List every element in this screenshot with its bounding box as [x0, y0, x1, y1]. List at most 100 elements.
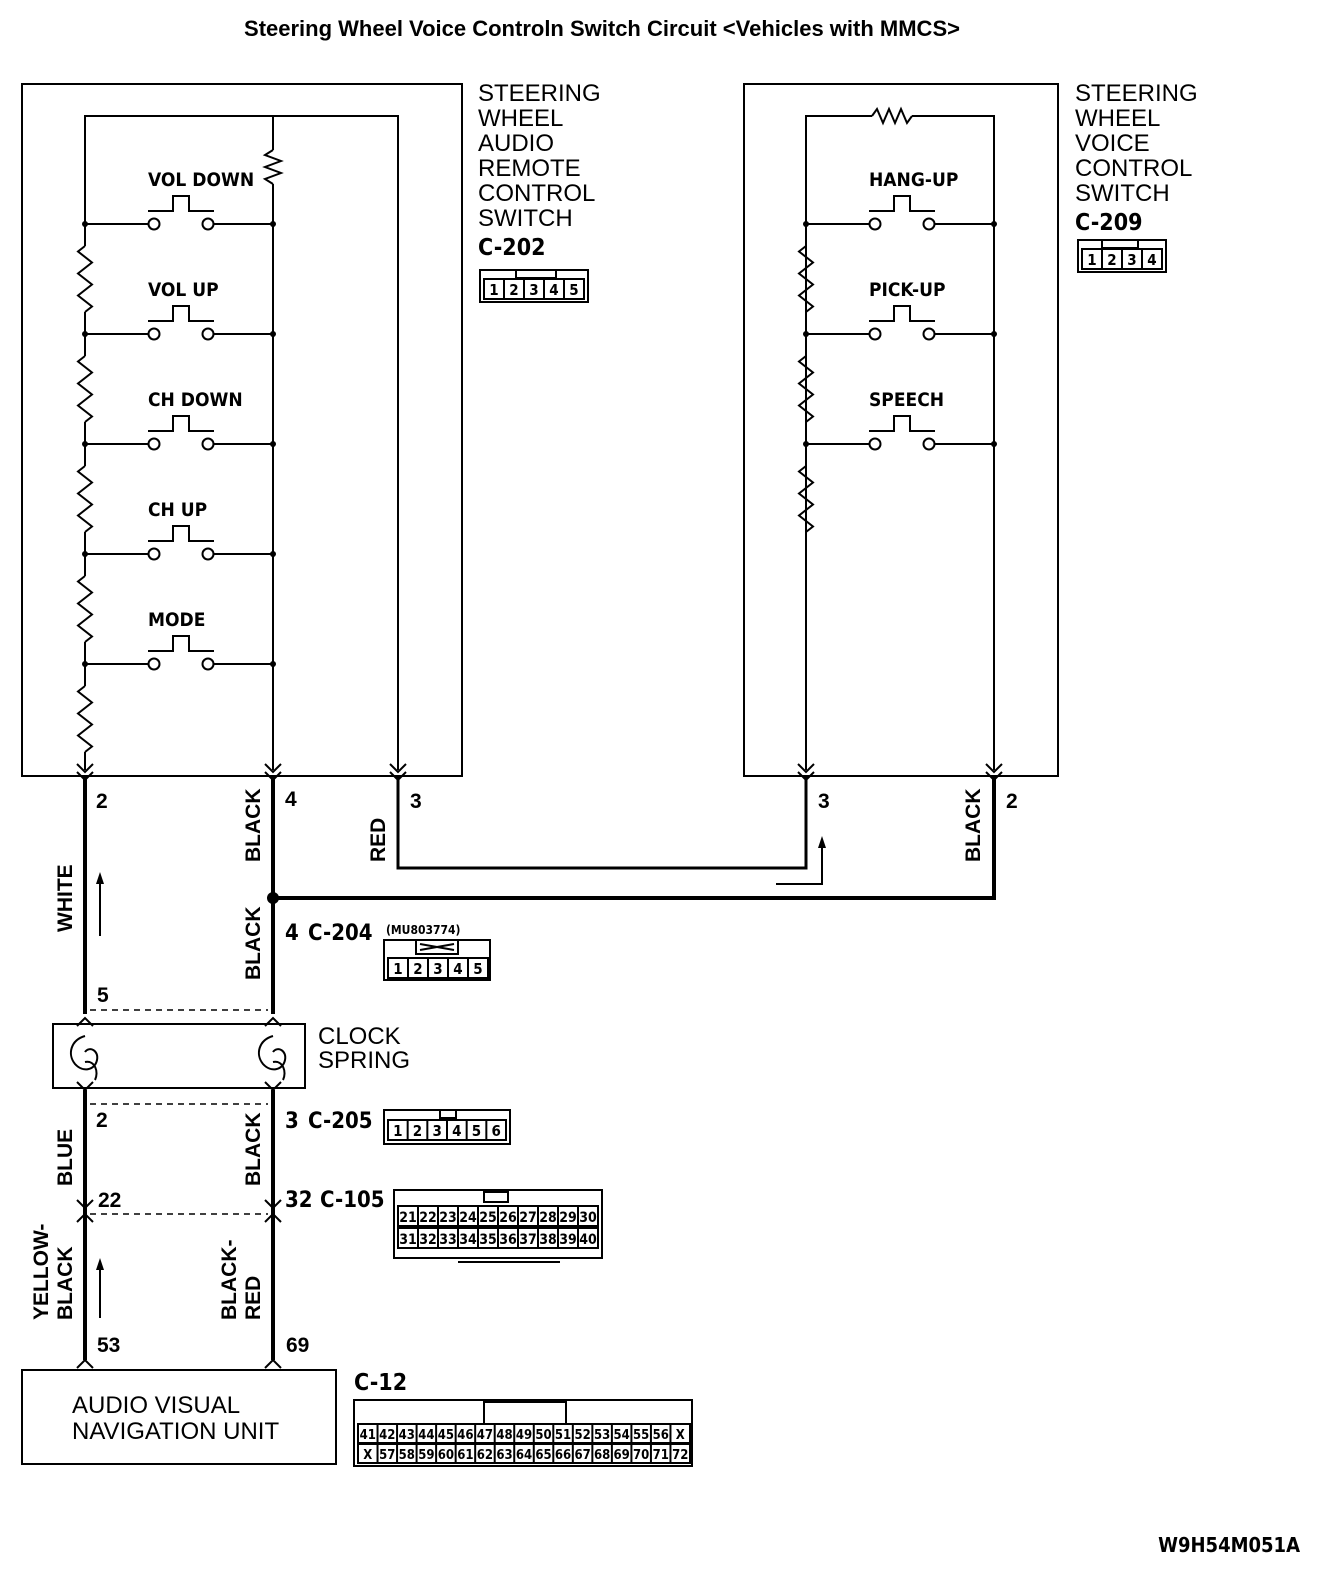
audio-remote-box [21, 83, 463, 777]
svg-text:WHEEL: WHEEL [1075, 105, 1160, 132]
terminal-3-audio: 3 [410, 790, 422, 813]
svg-text:STEERING: STEERING [478, 80, 601, 107]
svg-text:61: 61 [457, 1448, 473, 1463]
svg-text:C-105: C-105 [320, 1188, 385, 1213]
svg-text:44: 44 [418, 1428, 434, 1443]
svg-text:49: 49 [516, 1428, 532, 1443]
pick-up-switch: PICK-UP [868, 279, 946, 341]
svg-text:X: X [676, 1428, 685, 1443]
svg-text:2: 2 [1107, 251, 1116, 269]
svg-text:C-205: C-205 [308, 1109, 373, 1134]
svg-text:NAVIGATION UNIT: NAVIGATION UNIT [72, 1418, 279, 1445]
svg-text:6: 6 [491, 1122, 500, 1140]
svg-text:56: 56 [653, 1428, 669, 1443]
svg-text:4: 4 [453, 960, 462, 978]
terminal-4-audio: 4 [285, 788, 297, 811]
svg-text:SWITCH: SWITCH [1075, 180, 1170, 207]
ch-down-switch: CH DOWN [147, 389, 243, 451]
svg-text:69: 69 [286, 1334, 309, 1357]
svg-text:2: 2 [413, 960, 422, 978]
svg-text:41: 41 [360, 1428, 376, 1443]
clock-spring: CLOCK SPRING [52, 1023, 410, 1089]
svg-text:4: 4 [549, 281, 558, 299]
svg-text:2: 2 [509, 281, 518, 299]
terminal-chevrons [76, 763, 1003, 1369]
terminal-2-voice: 2 [1006, 790, 1018, 813]
svg-text:29: 29 [559, 1210, 577, 1226]
svg-text:50: 50 [535, 1428, 551, 1443]
svg-text:VOICE: VOICE [1075, 130, 1150, 157]
svg-text:2: 2 [413, 1122, 422, 1140]
svg-text:34: 34 [459, 1232, 477, 1248]
svg-text:BLACK: BLACK [54, 1247, 77, 1321]
svg-text:53: 53 [594, 1428, 610, 1443]
svg-text:48: 48 [496, 1428, 512, 1443]
svg-text:23: 23 [439, 1210, 457, 1226]
svg-text:5: 5 [472, 1122, 481, 1140]
svg-text:30: 30 [579, 1210, 597, 1226]
svg-text:65: 65 [535, 1448, 551, 1463]
svg-text:4: 4 [285, 921, 299, 946]
svg-text:4: 4 [452, 1122, 461, 1140]
svg-text:X: X [363, 1448, 372, 1463]
wire-labels: WHITE BLACK RED BLACK BLACK BLUE BLACK Y… [30, 789, 985, 1321]
svg-text:37: 37 [519, 1232, 537, 1248]
svg-text:1: 1 [393, 1122, 402, 1140]
svg-text:67: 67 [574, 1448, 590, 1463]
ch-down-switch-label: CH DOWN [148, 389, 243, 411]
voice-control-box [743, 83, 1059, 777]
svg-text:47: 47 [477, 1428, 493, 1443]
svg-text:22: 22 [419, 1210, 437, 1226]
svg-text:3: 3 [433, 960, 442, 978]
svg-text:27: 27 [519, 1210, 537, 1226]
svg-text:32: 32 [419, 1232, 437, 1248]
hang-up-switch-label: HANG-UP [869, 169, 958, 191]
svg-text:BLACK: BLACK [242, 907, 265, 981]
svg-text:3: 3 [529, 281, 538, 299]
svg-text:3: 3 [432, 1122, 441, 1140]
svg-text:57: 57 [379, 1448, 395, 1463]
svg-text:68: 68 [594, 1448, 610, 1463]
svg-text:43: 43 [399, 1428, 415, 1443]
svg-text:AUDIO: AUDIO [478, 130, 554, 157]
svg-text:54: 54 [614, 1428, 630, 1443]
svg-text:RED: RED [242, 1276, 265, 1320]
terminal-2-audio: 2 [96, 790, 108, 813]
svg-text:53: 53 [97, 1334, 120, 1357]
diagram-title: Steering Wheel Voice Controln Switch Cir… [244, 16, 960, 41]
speech-switch-label: SPEECH [869, 389, 944, 411]
av-navigation-unit: 53 69 AUDIO VISUAL NAVIGATION UNIT C-12 … [21, 1334, 693, 1467]
svg-text:45: 45 [438, 1428, 454, 1443]
svg-text:66: 66 [555, 1448, 571, 1463]
svg-text:35: 35 [479, 1232, 497, 1248]
ch-up-switch: CH UP [147, 499, 215, 561]
svg-text:70: 70 [633, 1448, 649, 1463]
svg-text:4: 4 [1147, 251, 1156, 269]
svg-text:22: 22 [98, 1189, 121, 1212]
svg-text:38: 38 [539, 1232, 557, 1248]
figure-code: W9H54M051A [1158, 1533, 1300, 1557]
svg-text:RED: RED [367, 818, 390, 862]
svg-text:26: 26 [499, 1210, 517, 1226]
c209-label: C-209 [1075, 210, 1143, 236]
svg-text:2: 2 [96, 1109, 108, 1132]
svg-text:AUDIO VISUAL: AUDIO VISUAL [72, 1392, 240, 1419]
mode-switch: MODE [147, 609, 215, 671]
svg-text:1: 1 [489, 281, 498, 299]
vol-up-switch-label: VOL UP [148, 279, 219, 301]
svg-text:46: 46 [457, 1428, 473, 1443]
svg-text:5: 5 [569, 281, 578, 299]
svg-text:1: 1 [1087, 251, 1096, 269]
svg-text:5: 5 [97, 984, 109, 1007]
svg-text:63: 63 [496, 1448, 512, 1463]
svg-text:BLACK-: BLACK- [218, 1240, 241, 1320]
svg-text:BLACK: BLACK [242, 1113, 265, 1187]
